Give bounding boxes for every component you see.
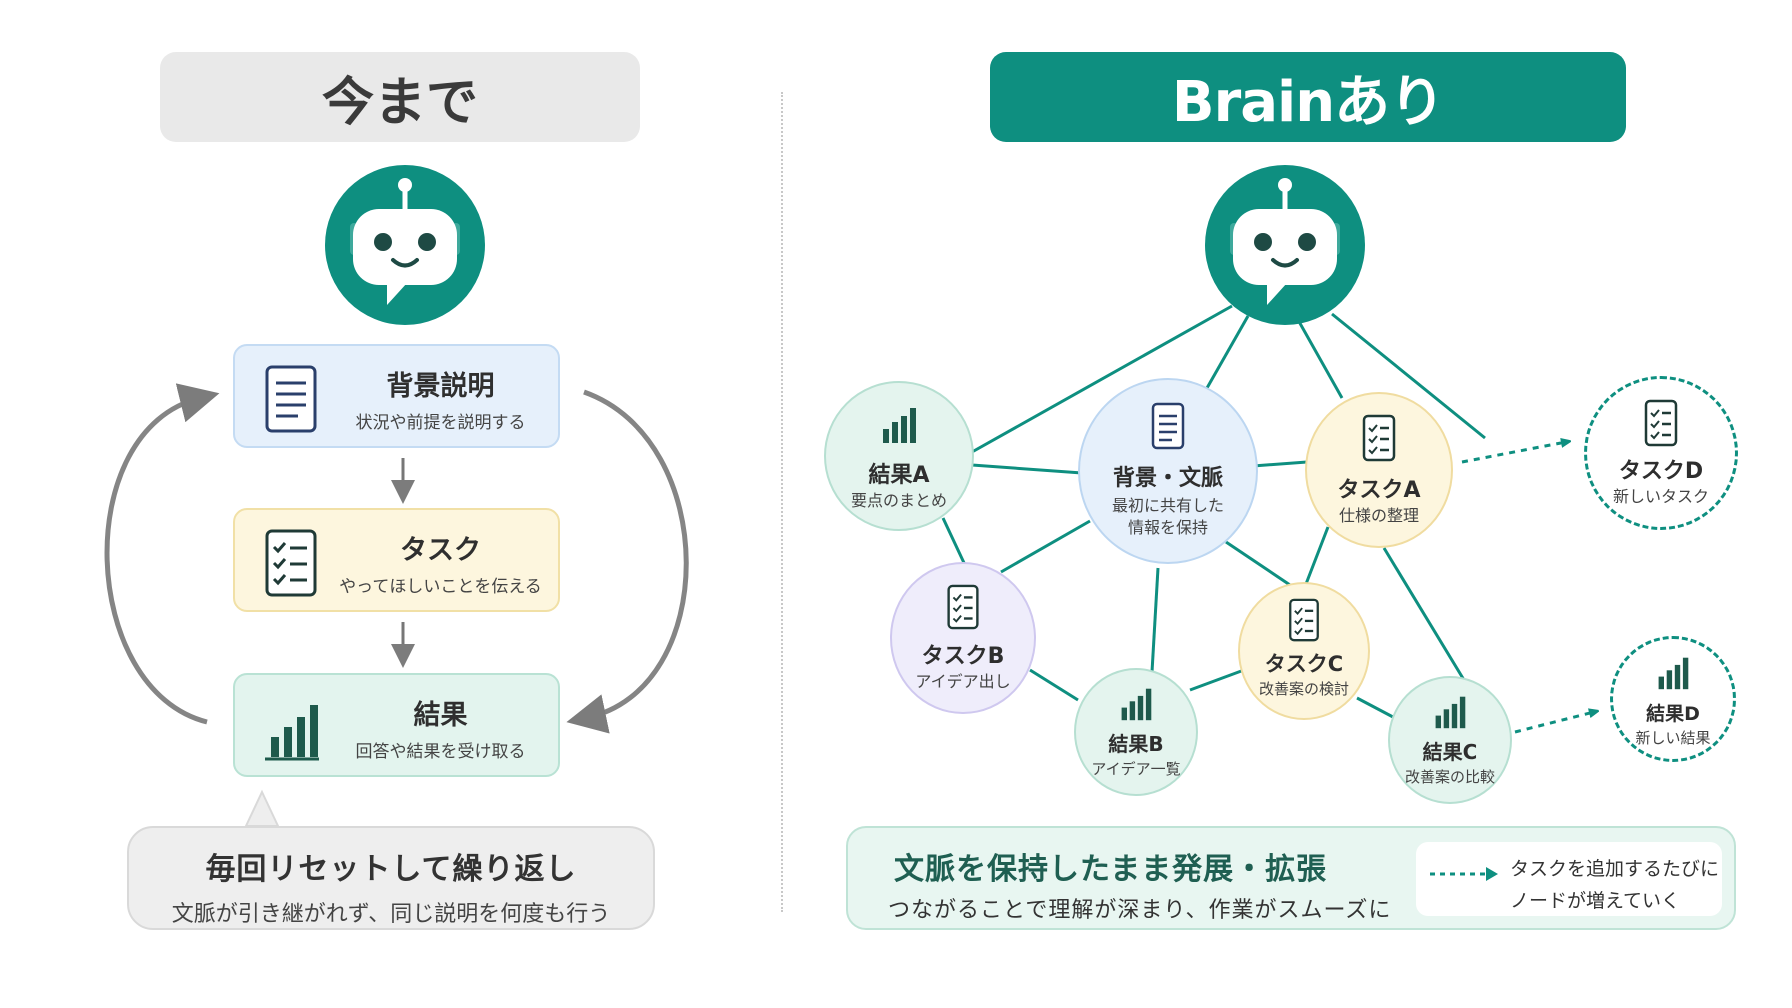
node-subtitle: 改善案の検討 [1258, 680, 1349, 698]
step-card-background: 背景説明 状況や前提を説明する [233, 344, 560, 448]
node-title: 結果B [1108, 732, 1164, 756]
callout-subtitle: 文脈が引き継がれず、同じ説明を何度も行う [171, 902, 611, 927]
robot-icon [325, 165, 485, 325]
step-subtitle: やってほしいことを伝える [339, 577, 542, 597]
left-header: 今まで [160, 52, 640, 142]
node-title: 背景・文脈 [1112, 466, 1223, 491]
checklist-icon [265, 529, 317, 597]
legend-box: タスクを追加するたびに ノードが増えていく [1416, 842, 1722, 916]
callout-subtitle: つながることで理解が深まり、作業がスムーズに [888, 898, 1392, 923]
step-card-result: 結果 回答や結果を受け取る [233, 673, 560, 777]
node-subtitle: 改善案の比較 [1404, 768, 1495, 786]
bar-chart-icon [1658, 657, 1689, 690]
step-title: 結果 [413, 700, 468, 731]
section-divider [781, 92, 783, 912]
node-title: タスクC [1264, 652, 1344, 676]
node-subtitle: 新しいタスク [1612, 487, 1709, 506]
node-subtitle: 新しい結果 [1635, 729, 1711, 747]
dashed-arrow-icon [1430, 867, 1498, 881]
node-result-a: 結果A 要点のまとめ [824, 381, 974, 531]
node-result-b: 結果B アイデア一覧 [1074, 668, 1198, 796]
node-title: 結果C [1422, 740, 1478, 764]
bar-chart-icon [883, 408, 916, 443]
node-task-a: タスクA 仕様の整理 [1305, 392, 1453, 548]
step-card-task: タスク やってほしいことを伝える [233, 508, 560, 612]
bar-chart-icon [265, 705, 319, 761]
node-result-c: 結果C 改善案の比較 [1388, 676, 1512, 804]
checklist-icon [947, 584, 979, 630]
node-context: 背景・文脈 最初に共有した 情報を保持 [1078, 378, 1258, 564]
node-title: タスクB [921, 644, 1005, 669]
callout-title: 文脈を保持したまま発展・拡張 [894, 852, 1328, 887]
step-title: 背景説明 [386, 371, 495, 402]
node-subtitle-line2: 情報を保持 [1127, 518, 1208, 537]
bar-chart-icon [1121, 688, 1152, 721]
legend-line2: ノードが増えていく [1510, 890, 1681, 912]
node-title: 結果D [1646, 703, 1700, 725]
node-title: タスクA [1337, 478, 1421, 503]
document-icon [1151, 402, 1185, 450]
step-subtitle: 状況や前提を説明する [355, 413, 526, 433]
node-result-d: 結果D 新しい結果 [1610, 636, 1736, 762]
step-subtitle: 回答や結果を受け取る [355, 742, 526, 762]
right-header: Brainあり [990, 52, 1626, 142]
checklist-icon [1362, 414, 1396, 462]
robot-icon [1205, 165, 1365, 325]
node-subtitle: アイデア出し [915, 672, 1011, 691]
node-subtitle: 仕様の整理 [1338, 506, 1419, 525]
document-icon [265, 365, 317, 433]
step-title: タスク [400, 535, 481, 566]
node-task-c: タスクC 改善案の検討 [1238, 582, 1370, 720]
node-task-b: タスクB アイデア出し [890, 562, 1036, 714]
checklist-icon [1289, 598, 1319, 642]
expand-callout: 文脈を保持したまま発展・拡張 つながることで理解が深まり、作業がスムーズに タス… [846, 826, 1736, 930]
node-subtitle-line1: 最初に共有した [1111, 496, 1224, 515]
reset-callout: 毎回リセットして繰り返し 文脈が引き継がれず、同じ説明を何度も行う [127, 826, 655, 930]
checklist-icon [1644, 399, 1678, 447]
node-title: 結果A [868, 463, 930, 488]
node-task-d: タスクD 新しいタスク [1584, 376, 1738, 530]
callout-title: 毎回リセットして繰り返し [205, 852, 577, 887]
bar-chart-icon [1435, 696, 1466, 729]
node-subtitle: アイデア一覧 [1091, 760, 1181, 778]
node-subtitle: 要点のまとめ [850, 491, 947, 510]
legend-line1: タスクを追加するたびに [1510, 858, 1720, 880]
node-title: タスクD [1618, 459, 1704, 484]
